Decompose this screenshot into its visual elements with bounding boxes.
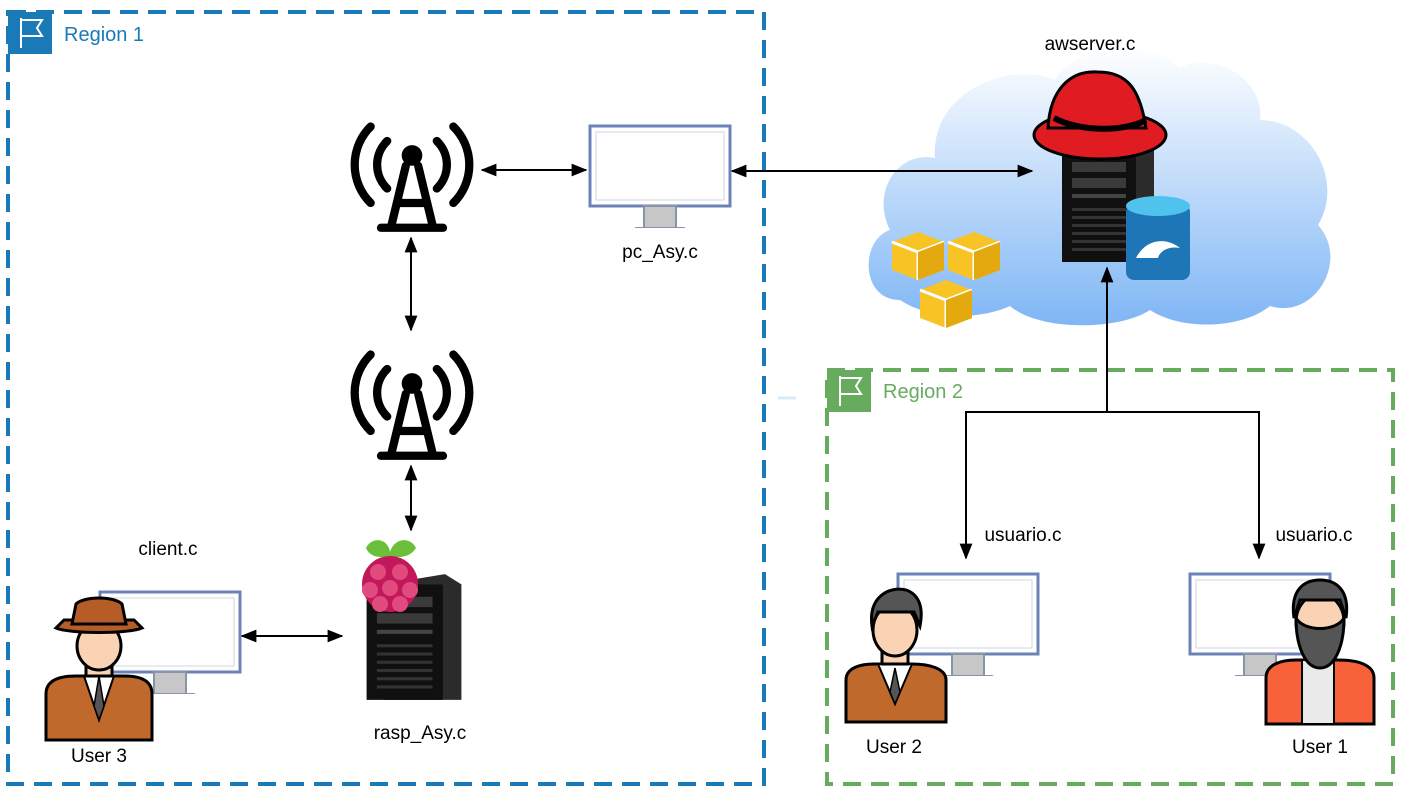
rasp-label: rasp_Asy.c	[374, 723, 467, 744]
user2-label: User 2	[866, 737, 922, 758]
redhat-icon	[1032, 70, 1168, 161]
flag-icon	[839, 376, 863, 406]
usuario-right-label: usuario.c	[1275, 525, 1352, 546]
bearded-user-icon	[1264, 578, 1376, 726]
user3-label: User 3	[71, 746, 127, 767]
redhat-server-icon	[1032, 70, 1190, 280]
region-1-title: Region 1	[64, 24, 144, 46]
radio-tower-top-icon	[355, 127, 470, 228]
raspberry-icon	[362, 540, 418, 612]
server-label: awserver.c	[1045, 34, 1136, 55]
flag-icon	[20, 18, 44, 48]
raspberry-pi-server-icon	[362, 540, 462, 700]
connections	[240, 163, 1266, 643]
branch-left	[959, 411, 1107, 560]
businessman-user-icon	[844, 587, 948, 724]
usuario-left-label: usuario.c	[984, 525, 1061, 546]
user1-label: User 1	[1292, 737, 1348, 758]
pc-label: pc_Asy.c	[622, 242, 698, 263]
region-2-title: Region 2	[883, 381, 963, 403]
branch-right	[1107, 411, 1266, 560]
radio-tower-bottom-icon	[355, 355, 470, 456]
mariadb-icon	[1126, 196, 1190, 280]
pc-monitor-icon	[588, 124, 732, 228]
client-label: client.c	[138, 539, 197, 560]
cowboy-user-icon	[44, 596, 154, 742]
region-2-boundary: Region 2	[778, 368, 1395, 786]
region-1-boundary: Region 1	[6, 10, 766, 786]
